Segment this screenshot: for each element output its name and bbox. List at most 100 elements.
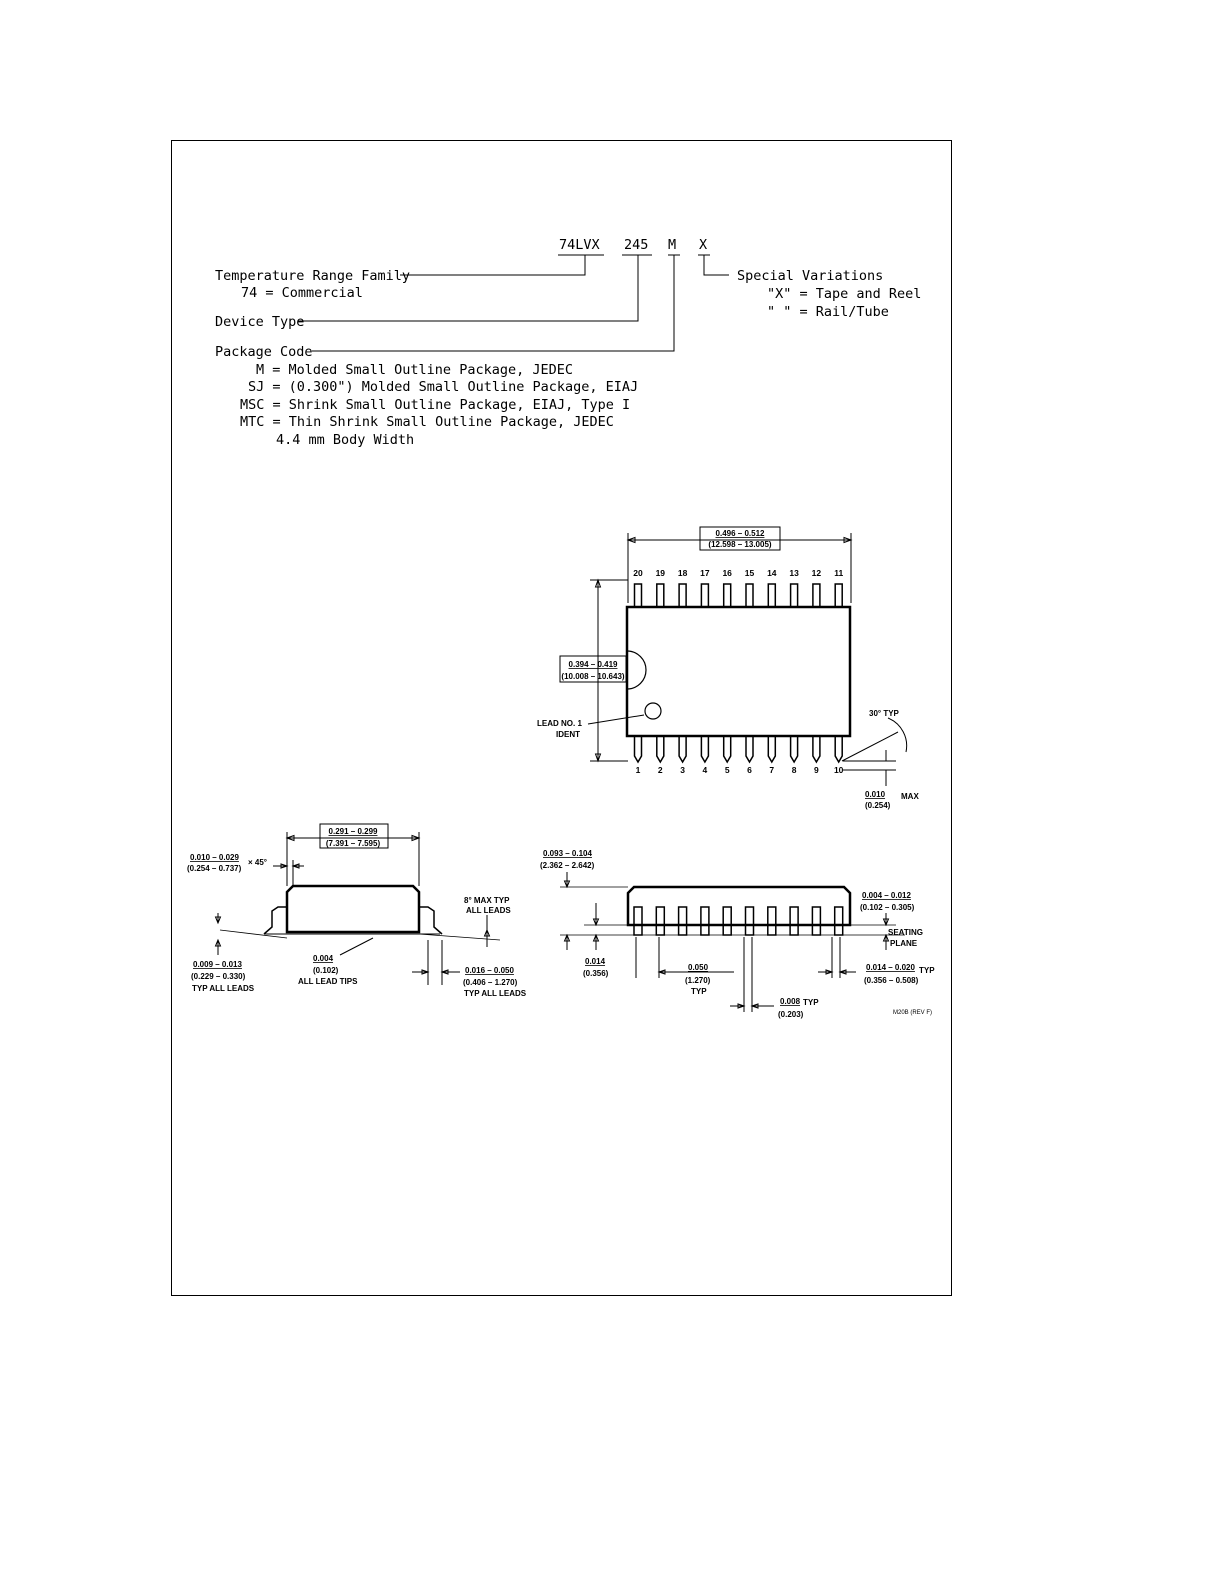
pin-number: 12 — [812, 568, 822, 578]
package-code-line: MSC = Shrink Small Outline Package, EIAJ… — [240, 397, 630, 413]
top-width-in: 0.394 – 0.419 — [569, 660, 618, 669]
thick-mm: (0.229 – 0.330) — [191, 972, 246, 981]
pin-number: 19 — [656, 568, 666, 578]
pin-number: 6 — [747, 765, 752, 775]
lead-pin-8 — [789, 736, 799, 764]
end-angle: 8° MAX TYP — [464, 896, 510, 905]
drawing-frame — [171, 140, 952, 1296]
pitch-mm: (1.270) — [685, 976, 711, 985]
lead-h-mm: (0.356) — [583, 969, 609, 978]
pin-number: 4 — [703, 765, 708, 775]
temperature-value: 74 = Commercial — [241, 285, 363, 301]
side-lead — [811, 906, 822, 936]
pin-number: 8 — [792, 765, 797, 775]
seating-label: PLANE — [890, 939, 918, 948]
side-lead — [633, 906, 643, 936]
lead-pin-7 — [767, 736, 777, 764]
side-lead — [744, 906, 755, 936]
temperature-label: Temperature Range Family — [215, 268, 410, 284]
pitch-in: 0.050 — [688, 963, 709, 972]
tip-in: 0.004 — [313, 954, 334, 963]
end-body-in: 0.291 – 0.299 — [329, 827, 378, 836]
foot-mm: (0.406 – 1.270) — [463, 978, 518, 987]
pin-number: 16 — [722, 568, 732, 578]
code-part-family: 74LVX — [559, 237, 600, 253]
pin-number: 20 — [633, 568, 643, 578]
pitch-note: TYP — [691, 987, 707, 996]
end-angle: ALL LEADS — [466, 906, 511, 915]
pin1-notch — [626, 650, 647, 690]
end-body-mm: (7.391 – 7.595) — [326, 839, 381, 848]
height-mm: (2.362 – 2.642) — [540, 861, 595, 870]
lead-pin-11 — [834, 583, 843, 608]
pin-number: 9 — [814, 765, 819, 775]
lead-pin-16 — [722, 583, 732, 608]
top-width-mm: (10.008 – 10.643) — [561, 672, 624, 681]
lead-t-suffix: TYP — [803, 998, 819, 1007]
lead-pin-19 — [656, 583, 665, 608]
side-lead — [700, 906, 710, 936]
side-lead — [722, 906, 732, 936]
device-type-label: Device Type — [215, 314, 304, 330]
lead-max-in: 0.010 — [865, 790, 886, 799]
lead-max-mm: (0.254) — [865, 801, 891, 810]
pin-number: 15 — [745, 568, 755, 578]
package-code-label: Package Code — [215, 344, 313, 360]
end-body — [285, 884, 421, 934]
lead-w-in: 0.014 – 0.020 — [866, 963, 915, 972]
special-variation-line: "X" = Tape and Reel — [767, 286, 921, 302]
lead-pin-18 — [678, 583, 687, 608]
top-length-mm: (12.598 – 13.005) — [708, 540, 771, 549]
foot-in: 0.016 – 0.050 — [465, 966, 514, 975]
pin-number: 14 — [767, 568, 777, 578]
lead-pin-4 — [700, 736, 710, 764]
lead-pin-1 — [633, 736, 643, 764]
top-length-in: 0.496 – 0.512 — [716, 529, 765, 538]
lead-max-suffix: MAX — [901, 792, 919, 801]
lead-pin-5 — [722, 736, 732, 764]
side-lead — [789, 906, 799, 936]
foot-note: TYP ALL LEADS — [464, 989, 527, 998]
side-lead — [767, 906, 777, 936]
package-code-line: MTC = Thin Shrink Small Outline Package,… — [240, 414, 614, 430]
pin1-dot — [644, 702, 662, 720]
drawing-id: M20B (REV F) — [893, 1010, 932, 1016]
pin-number: 18 — [678, 568, 688, 578]
lead-ident-label: LEAD NO. 1 — [537, 719, 582, 728]
special-variation-line: " " = Rail/Tube — [767, 304, 889, 320]
code-part-package: M — [668, 237, 676, 253]
pin-number: 2 — [658, 765, 663, 775]
lead-pin-9 — [812, 736, 821, 764]
chamfer-mm: (0.254 – 0.737) — [187, 864, 242, 873]
standoff-mm: (0.102 – 0.305) — [860, 903, 915, 912]
lead-pin-2 — [656, 736, 665, 764]
lead-t-in: 0.008 — [780, 997, 801, 1006]
lead-pin-12 — [812, 583, 821, 608]
lead-pin-20 — [633, 583, 643, 608]
lead-pin-10 — [834, 736, 843, 764]
standoff-in: 0.004 – 0.012 — [862, 891, 911, 900]
lead-t-mm: (0.203) — [778, 1010, 804, 1019]
tip-note: ALL LEAD TIPS — [298, 977, 358, 986]
side-lead — [833, 906, 844, 936]
lead-pin-14 — [767, 583, 777, 608]
lead-pin-3 — [678, 736, 687, 764]
angle-label: 30° TYP — [869, 709, 900, 718]
seating-label: SEATING — [888, 928, 923, 937]
lead-pin-13 — [789, 583, 799, 608]
thick-note: TYP ALL LEADS — [192, 984, 255, 993]
height-in: 0.093 – 0.104 — [543, 849, 592, 858]
pin-number: 3 — [680, 765, 685, 775]
code-part-variation: X — [699, 237, 707, 253]
lead-ident-label: IDENT — [556, 730, 580, 739]
package-body — [625, 605, 852, 738]
pin-number: 17 — [700, 568, 710, 578]
package-code-line: SJ = (0.300") Molded Small Outline Packa… — [248, 379, 638, 395]
ordering-code: 74LVX 245 M X Temperature Range Family 7… — [215, 237, 921, 448]
pin-number: 10 — [834, 765, 844, 775]
package-code-line: 4.4 mm Body Width — [276, 432, 414, 448]
lead-pin-17 — [700, 583, 710, 608]
end-view: 0.291 – 0.299 (7.391 – 7.595) 0.010 – 0.… — [187, 823, 527, 998]
